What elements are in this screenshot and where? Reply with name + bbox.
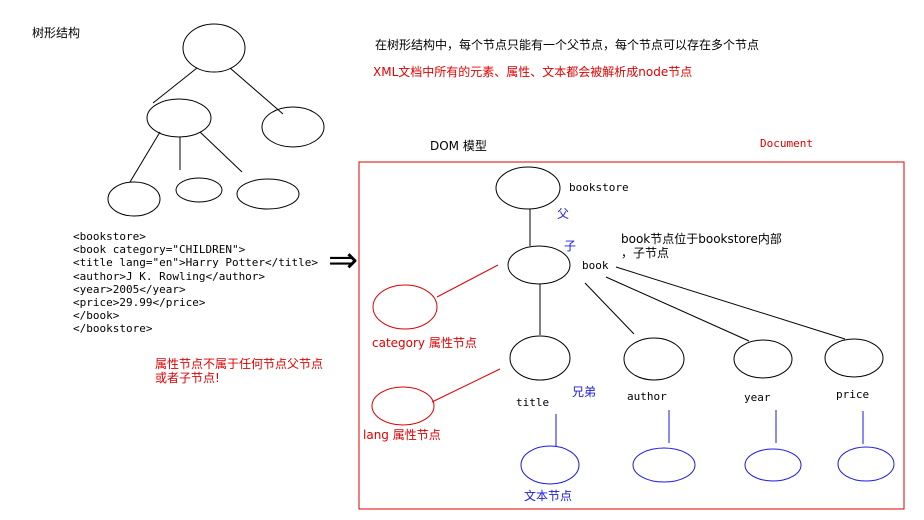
book-note-line2: ，子节点 bbox=[621, 246, 669, 260]
node-price-label: price bbox=[836, 388, 869, 401]
dom-element-nodes bbox=[495, 166, 884, 381]
tree-title: 树形结构 bbox=[32, 25, 80, 40]
attribute-note-line2: 或者子节点! bbox=[155, 371, 220, 385]
xml-line: <price>29.99</price> bbox=[73, 296, 206, 310]
node-book-label: book bbox=[582, 259, 609, 272]
parent-label: 父 bbox=[557, 207, 569, 221]
tree-edge bbox=[229, 67, 284, 115]
edge-book-author bbox=[584, 282, 635, 335]
node-author-label: author bbox=[627, 390, 667, 403]
node-author bbox=[623, 337, 685, 381]
tree-edge bbox=[199, 131, 243, 173]
node-bookstore bbox=[495, 166, 561, 210]
node-year-label: year bbox=[744, 391, 771, 404]
tree-node bbox=[146, 98, 212, 138]
text-node-price bbox=[837, 446, 895, 482]
xml-source: <bookstore> <book category="CHILDREN"> <… bbox=[73, 230, 318, 336]
tree-node bbox=[261, 106, 325, 148]
dom-edges bbox=[529, 209, 846, 342]
text-node-year bbox=[744, 448, 802, 482]
text-node-title bbox=[520, 445, 580, 485]
xml-line: </bookstore> bbox=[73, 322, 153, 336]
edge-book-price bbox=[615, 266, 846, 340]
tree-edge bbox=[152, 67, 198, 104]
xml-line: </book> bbox=[73, 309, 120, 323]
sibling-label: 兄弟 bbox=[572, 385, 596, 399]
xml-node-description: XML文档中所有的元素、属性、文本都会被解析成node节点 bbox=[373, 64, 692, 79]
tree-edge bbox=[129, 131, 161, 183]
lang-attribute-node bbox=[371, 386, 435, 426]
node-title bbox=[509, 335, 571, 381]
tree-leaf-node bbox=[175, 177, 223, 203]
category-attribute-label: category 属性节点 bbox=[372, 336, 477, 350]
node-title-label: title bbox=[516, 396, 549, 409]
tree-description: 在树形结构中，每个节点只能有一个父节点，每个节点可以存在多个节点 bbox=[375, 37, 759, 52]
node-price bbox=[824, 338, 884, 378]
attribute-note-line1: 属性节点不属于任何节点父节点 bbox=[155, 357, 323, 371]
xml-line: <year>2005</year> bbox=[73, 282, 186, 296]
dom-model-title: DOM 模型 bbox=[430, 139, 487, 153]
edge-book-category bbox=[436, 264, 499, 298]
category-attribute-node bbox=[372, 284, 438, 330]
tree-leaf-node bbox=[236, 178, 300, 210]
tree-root-node bbox=[182, 23, 246, 73]
tree-leaf-node bbox=[107, 181, 161, 217]
arrow-icon: ⇒ bbox=[328, 240, 358, 281]
node-bookstore-label: bookstore bbox=[569, 181, 629, 194]
xml-line: <title lang="en">Harry Potter</title> bbox=[73, 256, 319, 270]
attribute-nodes bbox=[371, 264, 501, 426]
text-nodes bbox=[520, 410, 895, 485]
generic-tree bbox=[107, 23, 325, 217]
edge-title-lang bbox=[431, 368, 501, 403]
node-year bbox=[733, 339, 793, 379]
book-note-line1: book节点位于bookstore内部 bbox=[621, 231, 782, 246]
xml-line: <author>J K. Rowling</author> bbox=[73, 269, 266, 283]
text-node-label: 文本节点 bbox=[524, 488, 572, 503]
lang-attribute-label: lang 属性节点 bbox=[363, 428, 441, 442]
node-book bbox=[507, 245, 571, 285]
xml-line: <book category="CHILDREN"> bbox=[73, 243, 246, 257]
text-node-author bbox=[632, 447, 696, 483]
child-label: 子 bbox=[564, 239, 576, 253]
xml-line: <bookstore> bbox=[73, 230, 146, 243]
document-frame bbox=[358, 161, 905, 510]
document-label: Document bbox=[760, 137, 813, 150]
edge-book-year bbox=[605, 276, 750, 342]
